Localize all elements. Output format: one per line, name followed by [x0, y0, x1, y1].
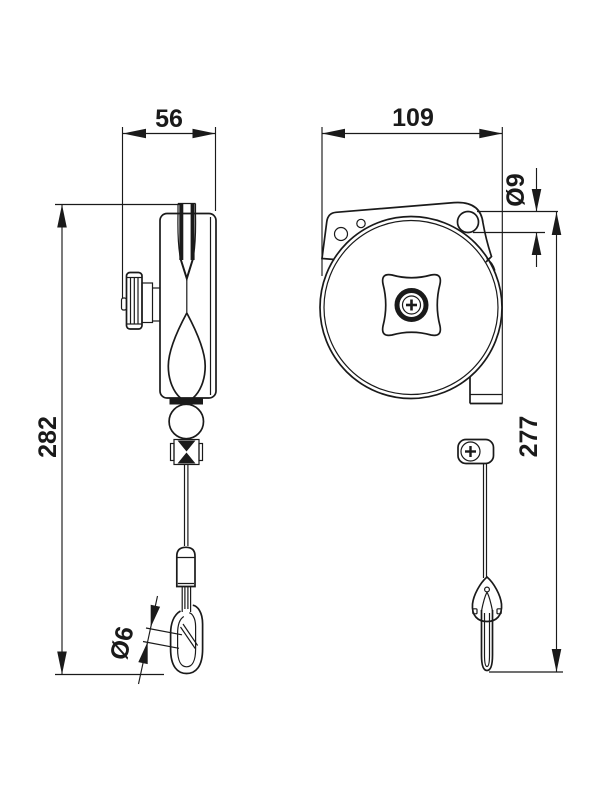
dim-label-front-width: 109 [392, 104, 434, 132]
ferrule [175, 546, 196, 612]
adjuster-knob [381, 273, 442, 337]
mount-hole [456, 210, 480, 234]
front-view [319, 201, 503, 672]
thimble [471, 575, 503, 623]
top-hook-stem [177, 202, 197, 313]
dim-side-width: 56 [121, 105, 217, 298]
cable-clamp-screw [457, 438, 495, 465]
cable-front [482, 463, 488, 578]
dim-label-side-height: 282 [34, 416, 62, 458]
dim-label-side-width: 56 [155, 105, 183, 133]
dim-side-height: 282 [34, 203, 180, 676]
ratchet-knob [120, 271, 160, 330]
hook-front [480, 610, 494, 672]
cable-ball-stop [168, 398, 205, 440]
side-view [120, 202, 217, 675]
dim-label-front-height: 277 [515, 416, 543, 458]
dim-label-hook-diameter: Ø6 [105, 624, 140, 663]
dim-mount-hole-diameter: Ø9 [473, 168, 558, 267]
dim-label-hole-diameter: Ø9 [502, 173, 530, 206]
body-housing [159, 212, 217, 399]
phillips-screw-icon [406, 299, 417, 311]
dim-front-height: 277 [489, 212, 563, 673]
cable-clamp [169, 438, 204, 466]
tiny-hole [356, 218, 366, 229]
small-hole [333, 226, 349, 242]
cable-outlet-tab [469, 377, 503, 405]
cable [183, 464, 189, 546]
dim-front-width: 109 [321, 104, 503, 404]
snap-hook [169, 604, 204, 675]
